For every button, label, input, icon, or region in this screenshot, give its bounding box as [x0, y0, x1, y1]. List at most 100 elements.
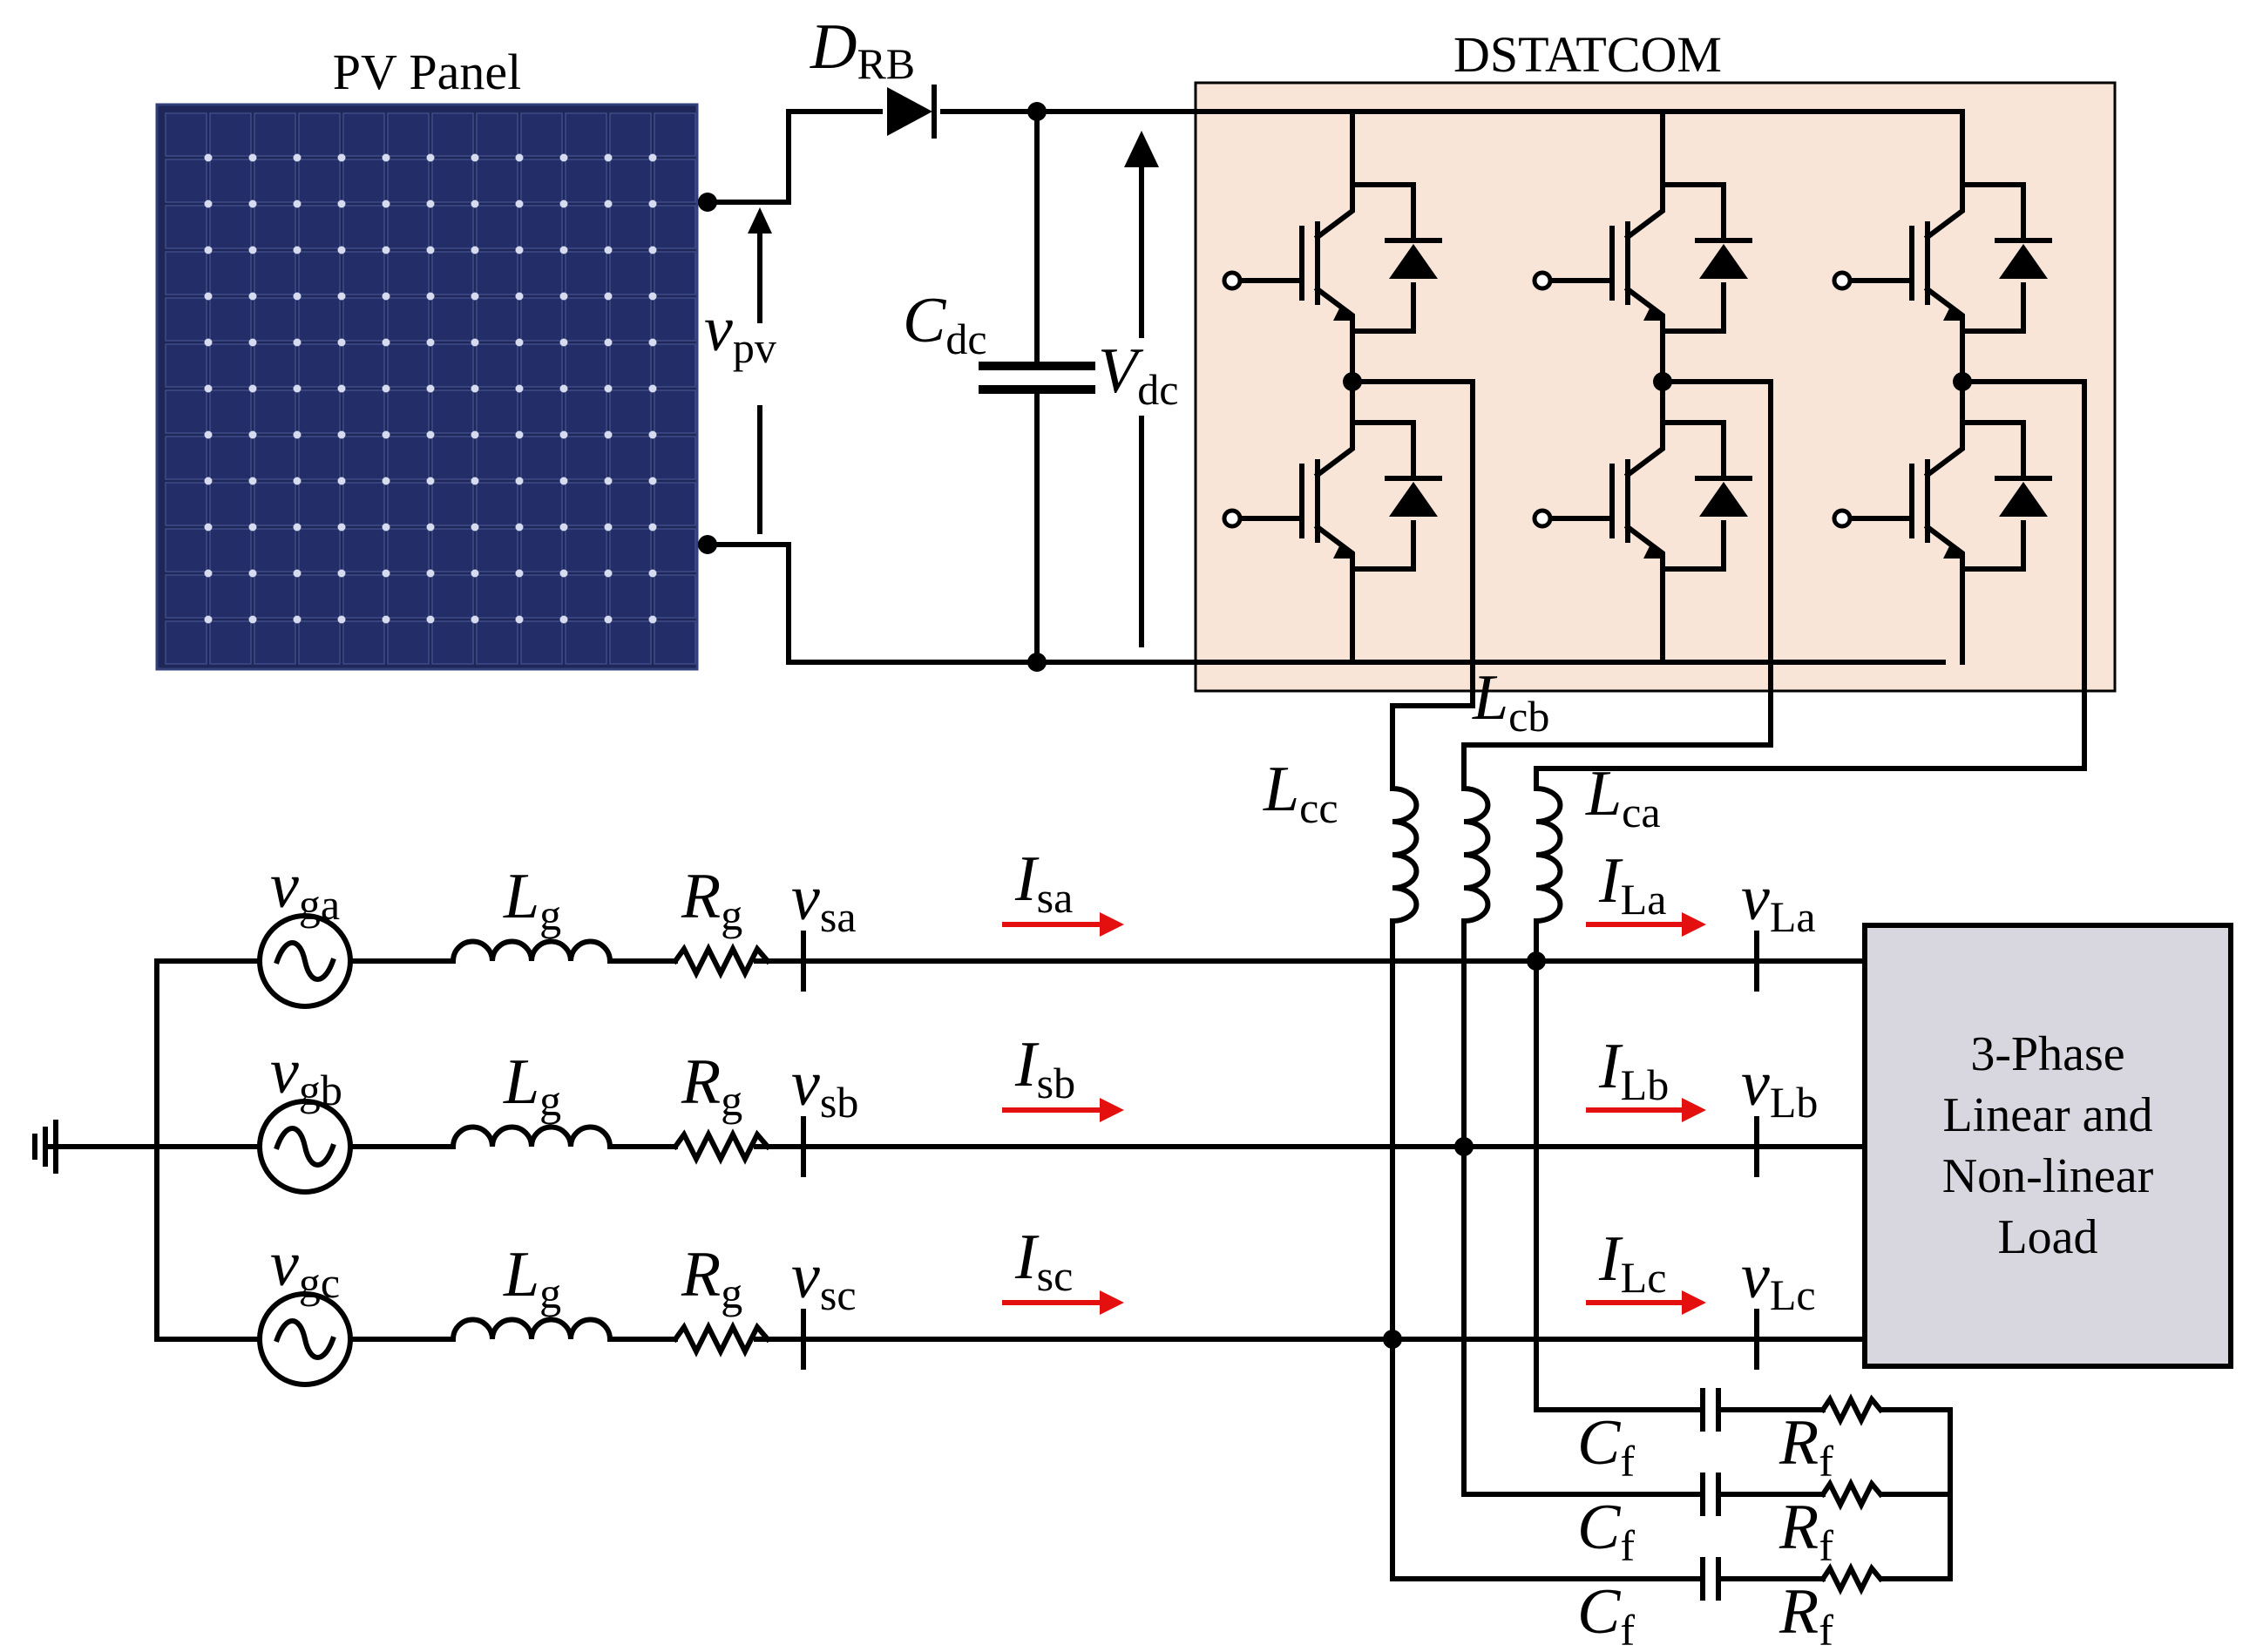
pv-cell-joint: [204, 615, 213, 624]
pv-cell: [387, 482, 430, 526]
grid-resistor: [671, 943, 772, 979]
antiparallel-diode: [1699, 244, 1748, 279]
pv-cell-joint: [426, 246, 435, 254]
pv-cell: [298, 159, 341, 203]
pv-cell-joint: [248, 153, 257, 162]
pv-cell-joint: [515, 292, 524, 301]
pv-cell-joint: [604, 153, 613, 162]
coupling-wiring: [1383, 918, 1693, 1581]
pv-cell: [476, 528, 518, 572]
pv-cell: [342, 528, 385, 572]
pv-cell: [387, 159, 430, 203]
pv-cell: [476, 343, 518, 388]
pv-cell: [165, 389, 207, 434]
pv-cell-joint: [248, 200, 257, 208]
pv-cell: [254, 343, 296, 388]
pv-cell: [609, 343, 652, 388]
load-label-line1: 3-Phase: [1970, 1027, 2124, 1081]
pv-cell: [565, 528, 607, 572]
pv-cell-joint: [293, 523, 302, 531]
label-c-dc: Cdc: [903, 285, 987, 363]
pv-cell: [476, 389, 518, 434]
igbt-switch: [1222, 182, 1442, 334]
pv-panel-title: PV Panel: [333, 44, 521, 100]
pv-cell-joint: [204, 384, 213, 393]
pv-cell: [520, 343, 563, 388]
pv-cell-joint: [382, 569, 390, 578]
igbt-switch: [1832, 182, 2052, 334]
label-pcc-voltage: vsa: [791, 863, 857, 941]
label-grid-resistor: Rg: [681, 1239, 742, 1317]
inverter-output-wiring: [1350, 379, 2087, 791]
pv-cell-joint: [559, 477, 568, 485]
pv-cell-joint: [382, 338, 390, 347]
pv-cell-joint: [604, 246, 613, 254]
pv-cell: [431, 159, 474, 203]
pv-cell: [342, 159, 385, 203]
pv-voltage-arrow: [748, 207, 772, 534]
pv-cell-joint: [293, 615, 302, 624]
pv-cell: [342, 112, 385, 157]
pv-cell-joint: [248, 384, 257, 393]
pv-cell: [254, 112, 296, 157]
grid-phases: [154, 912, 1867, 1387]
pv-cell: [520, 574, 563, 619]
pv-cell: [565, 574, 607, 619]
pv-cell: [342, 251, 385, 295]
pv-cell-joint: [293, 153, 302, 162]
pv-cell-joint: [604, 430, 613, 439]
blocking-diode: [887, 85, 937, 139]
load-label-line4: Load: [1997, 1210, 2097, 1264]
pv-cell: [298, 389, 341, 434]
pv-cell-joint: [337, 200, 346, 208]
pv-cell: [209, 159, 252, 203]
pv-cell: [565, 159, 607, 203]
pv-cell-joint: [471, 338, 479, 347]
inverter-leg: [1832, 109, 2052, 665]
pv-cell: [431, 343, 474, 388]
pv-cell: [209, 251, 252, 295]
pv-cell-joint: [471, 477, 479, 485]
dc-side-wiring: [705, 109, 1965, 665]
pv-cell: [254, 620, 296, 665]
pv-cell: [342, 297, 385, 342]
pv-cell-joint: [426, 569, 435, 578]
pv-cell-joint: [337, 246, 346, 254]
label-filter-capacitor: Cf: [1577, 1576, 1635, 1652]
pv-cell-joint: [204, 523, 213, 531]
pv-cell-joint: [604, 292, 613, 301]
pv-cell-joint: [248, 477, 257, 485]
pv-cell: [654, 436, 696, 480]
label-source-current: Isb: [1014, 1029, 1075, 1107]
pv-cell-joint: [426, 200, 435, 208]
pv-cell: [520, 528, 563, 572]
filter-resistor: [1819, 1478, 1885, 1511]
pv-cell: [431, 482, 474, 526]
igbt-switch: [1532, 182, 1752, 334]
pv-cell: [476, 251, 518, 295]
pv-cell: [520, 389, 563, 434]
pv-cell-joint: [559, 430, 568, 439]
coupling-inductor-lca: [1535, 786, 1563, 924]
pv-cell-joint: [515, 615, 524, 624]
coupling-inductor-lcc: [1392, 786, 1419, 924]
pv-cell-joint: [426, 477, 435, 485]
pv-cell-joint: [204, 292, 213, 301]
dstatcom-title: DSTATCOM: [1453, 26, 1722, 83]
label-grid-inductor: Lg: [503, 1046, 561, 1125]
pv-cell-joint: [426, 384, 435, 393]
pv-cell-joint: [337, 477, 346, 485]
pv-cell: [209, 112, 252, 157]
pv-cell-joint: [604, 615, 613, 624]
filter-neutral-wire: [1890, 1407, 1953, 1581]
source-current-arrow: [1002, 1098, 1124, 1122]
pv-cell: [165, 343, 207, 388]
pv-cell-joint: [382, 200, 390, 208]
pv-cell-joint: [559, 384, 568, 393]
pv-cell: [654, 574, 696, 619]
pv-cell: [254, 528, 296, 572]
grid-phase: [154, 1098, 1867, 1195]
junction-dot: [698, 535, 717, 554]
